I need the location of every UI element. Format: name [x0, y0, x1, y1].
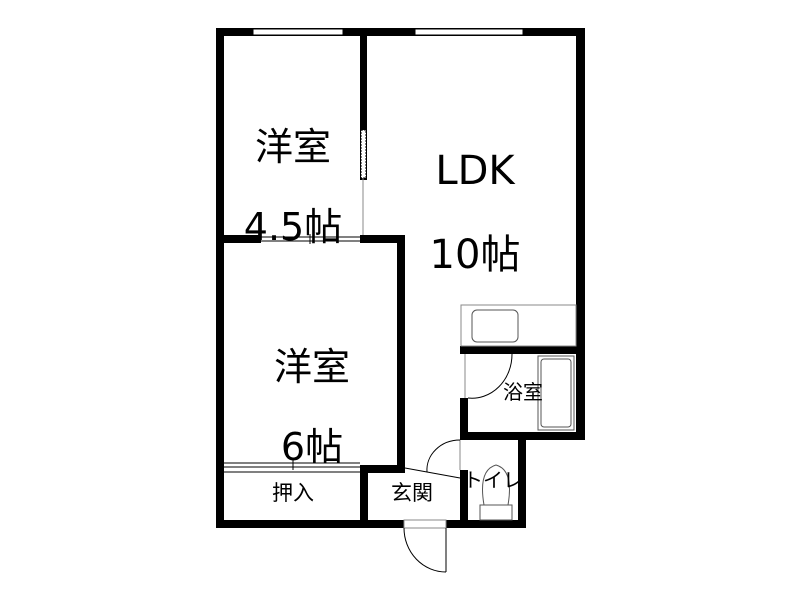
room-name: 洋室	[273, 344, 350, 389]
room-size: 10帖	[429, 232, 521, 278]
room-label-western-6: 洋室 6帖	[226, 308, 398, 507]
wall-bath-left	[460, 398, 468, 440]
wall-6-right	[397, 235, 405, 470]
wall-top	[216, 28, 585, 36]
room-size: 4.5帖	[243, 204, 343, 249]
wall-toilet-right	[518, 432, 526, 528]
wall-closet-top	[360, 465, 405, 473]
room-label-bath: 浴室	[503, 380, 543, 404]
wall-right	[576, 28, 585, 440]
wall-bath-top	[460, 346, 585, 354]
room-size: 6帖	[280, 424, 344, 469]
wall-45-bottom	[216, 235, 261, 243]
wall-toilet-left	[460, 470, 468, 528]
room-label-toilet: トイレ	[463, 468, 523, 492]
room-label-ldk: LDK 10帖	[380, 108, 570, 318]
wall-left	[216, 28, 224, 528]
room-label-western-4-5: 洋室 4.5帖	[226, 88, 360, 287]
room-label-entrance: 玄関	[391, 481, 433, 505]
wall-between-45-ldk	[360, 28, 367, 180]
wall-6-top-right	[360, 235, 405, 243]
room-label-closet: 押入	[272, 481, 314, 505]
room-name: 洋室	[254, 124, 331, 169]
room-name: LDK	[435, 148, 515, 194]
wall-bottom	[216, 520, 526, 528]
wall-closet-right	[360, 465, 368, 528]
